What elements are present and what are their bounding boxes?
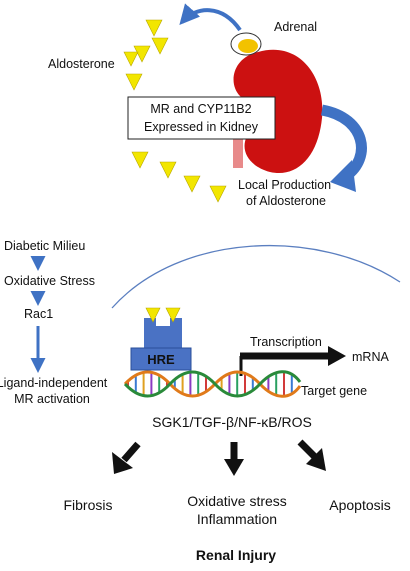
mr-activation-line1: Ligand-independent bbox=[0, 376, 108, 390]
hre-label: HRE bbox=[147, 352, 175, 367]
aldosterone-label: Aldosterone bbox=[48, 57, 115, 71]
outcome-arrow-apoptosis bbox=[297, 439, 326, 471]
aldosterone-molecules-lower bbox=[131, 151, 227, 203]
mediators-label: SGK1/TGF-β/NF-κB/ROS bbox=[152, 414, 312, 430]
mr-cyp11b2-box: MR and CYP11B2 Expressed in Kidney bbox=[127, 96, 276, 140]
outcome-arrow-fibrosis bbox=[112, 441, 141, 474]
outcome-fibrosis: Fibrosis bbox=[63, 497, 112, 513]
mr-box-line1: MR and CYP11B2 bbox=[150, 102, 251, 116]
outcome-oxidative-line2: Inflammation bbox=[197, 511, 277, 527]
adrenal-label: Adrenal bbox=[274, 20, 317, 34]
mr-box-line2: Expressed in Kidney bbox=[144, 120, 259, 134]
local-production-line2: of Aldosterone bbox=[246, 194, 326, 208]
cell-membrane-arc bbox=[111, 245, 401, 309]
mr-receptor-dimer bbox=[144, 307, 182, 348]
local-production-line1: Local Production bbox=[238, 178, 331, 192]
kidney-illustration bbox=[233, 49, 323, 174]
outcome-arrow-oxidative bbox=[224, 442, 244, 476]
adrenal-gland bbox=[230, 32, 262, 56]
local-production-arrow bbox=[320, 104, 367, 192]
target-gene-label: Target gene bbox=[301, 384, 367, 398]
transcription-label: Transcription bbox=[250, 335, 322, 349]
adrenal-secretion-arrow bbox=[179, 3, 242, 32]
hre-box: HRE bbox=[130, 347, 192, 371]
aldosterone-molecules-upper bbox=[123, 19, 169, 91]
dna-helix bbox=[123, 370, 302, 398]
outcome-oxidative-line1: Oxidative stress bbox=[187, 493, 287, 509]
pathway-step-oxidative-stress: Oxidative Stress bbox=[4, 274, 95, 288]
mr-activation-line2: MR activation bbox=[14, 392, 90, 406]
transcription-arrow bbox=[239, 346, 346, 376]
renal-injury-label: Renal Injury bbox=[196, 547, 276, 563]
outcome-apoptosis: Apoptosis bbox=[329, 497, 390, 513]
pathway-step-rac1: Rac1 bbox=[24, 307, 53, 321]
pathway-step-diabetic-milieu: Diabetic Milieu bbox=[4, 239, 85, 253]
mrna-label: mRNA bbox=[352, 350, 389, 364]
